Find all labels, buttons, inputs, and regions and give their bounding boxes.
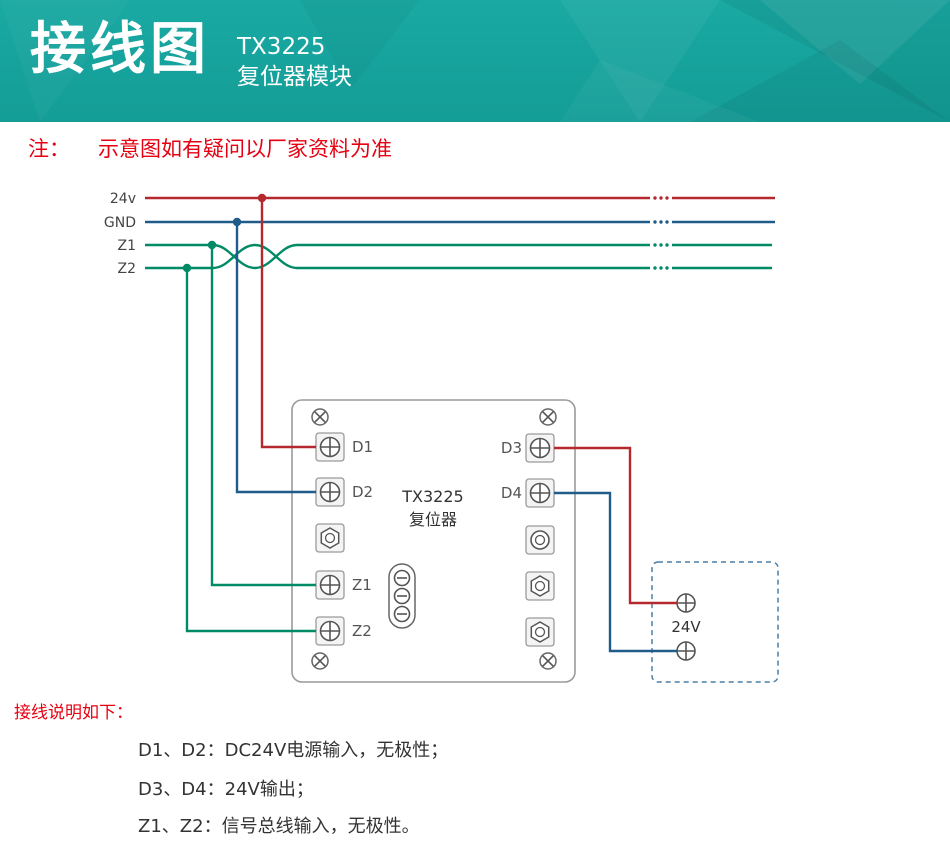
power-screw-icon: [676, 641, 696, 661]
wire-z1-to-terminal: [210, 245, 316, 587]
terminal-nut-icon: [315, 523, 345, 553]
module-type-text: 复位器: [409, 510, 457, 529]
terminal-d4: [525, 478, 555, 508]
module-body: [291, 399, 576, 683]
jumper-block: [388, 563, 416, 629]
corner-screw-icon: [539, 408, 557, 426]
power-output-box: 24V: [651, 561, 779, 683]
terminal-z1: [315, 570, 345, 600]
note-text: 示意图如有疑问以厂家资料为准: [98, 137, 392, 161]
instruction-line-z1-z2: Z1、Z2：信号总线输入，无极性。: [138, 816, 420, 837]
bus-line-24v: [145, 196, 775, 200]
label-d4: D4: [501, 484, 522, 502]
wire-d4-to-24v: [554, 491, 677, 653]
wire-d3-to-24v: [554, 446, 677, 605]
note: 注： 示意图如有疑问以厂家资料为准: [28, 133, 392, 163]
wire-24v-to-d1: [260, 198, 316, 449]
header-banner: 接线图 TX3225 复位器模块: [0, 0, 950, 122]
power-box-label: 24V: [671, 618, 701, 636]
label-d2: D2: [352, 483, 373, 501]
page-title: 接线图: [30, 17, 210, 82]
corner-screw-icon: [311, 408, 329, 426]
bus-label-z2: Z2: [118, 261, 137, 277]
wiring-diagram: 24v GND Z1 Z2: [104, 191, 779, 683]
label-d1: D1: [352, 438, 373, 456]
module-model-text: TX3225: [401, 487, 463, 506]
model-name: TX3225: [237, 34, 326, 60]
bus-line-z1: [145, 243, 772, 270]
bus-line-gnd: [145, 220, 775, 224]
bus-line-z2: [145, 243, 772, 270]
label-z1: Z1: [352, 576, 372, 594]
junction-dot: [232, 217, 242, 227]
junction-dot: [207, 240, 217, 250]
module-name: 复位器模块: [237, 64, 352, 90]
terminal-d3: [525, 433, 555, 463]
terminal-nut-icon: [525, 571, 555, 601]
corner-screw-icon: [311, 652, 329, 670]
bus-label-24v: 24v: [110, 191, 136, 207]
note-prefix: 注：: [28, 137, 70, 161]
terminal-z2: [315, 616, 345, 646]
wire-gnd-to-d2: [235, 222, 316, 494]
junction-dot: [257, 193, 267, 203]
junction-dot: [182, 263, 192, 273]
terminal-ring-icon: [525, 525, 555, 555]
instruction-line-d1-d2: D1、D2：DC24V电源输入，无极性；: [138, 740, 449, 761]
banner-geometric-decor: [560, 0, 950, 122]
bus-label-z1: Z1: [118, 238, 137, 254]
instructions-heading: 接线说明如下：: [14, 703, 133, 723]
power-screw-icon: [676, 593, 696, 613]
terminal-d2: [315, 477, 345, 507]
wire-z2-to-terminal: [185, 268, 316, 633]
terminal-nut-icon: [525, 617, 555, 647]
instruction-line-d3-d4: D3、D4：24V输出；: [138, 779, 314, 800]
corner-screw-icon: [539, 652, 557, 670]
terminal-d1: [315, 432, 345, 462]
label-z2: Z2: [352, 622, 372, 640]
header-subtitle: TX3225 复位器模块: [237, 32, 352, 92]
bus-label-gnd: GND: [104, 215, 136, 231]
label-d3: D3: [501, 439, 522, 457]
